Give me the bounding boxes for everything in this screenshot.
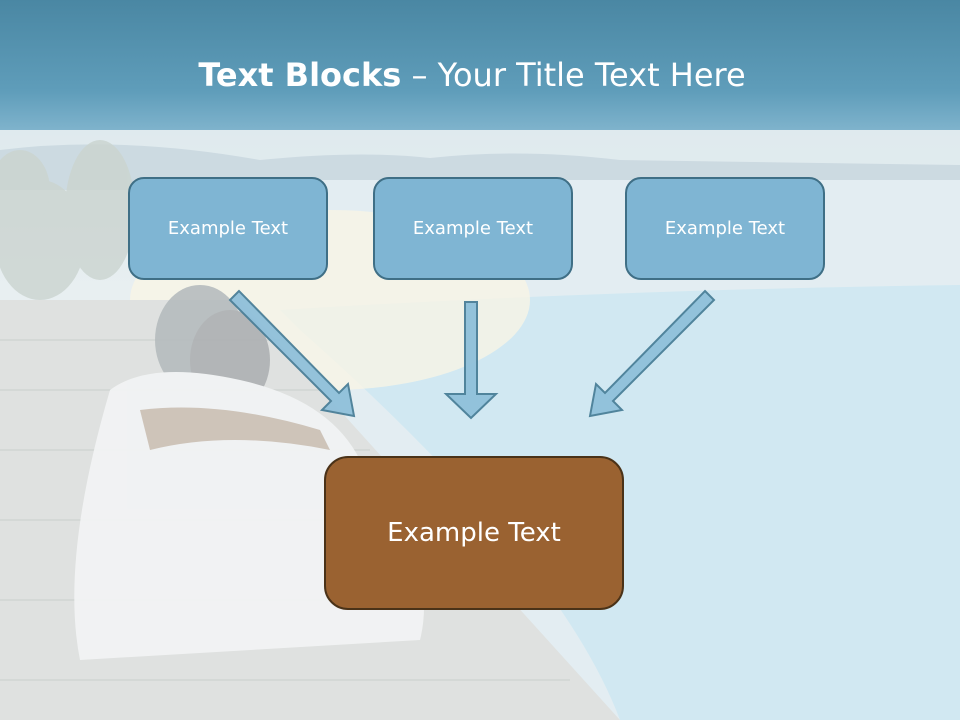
title-bar [0, 0, 960, 130]
trees [0, 140, 135, 300]
text-block-2[interactable]: Example Text [373, 177, 573, 280]
result-block[interactable]: Example Text [324, 456, 624, 610]
arrow-center [443, 301, 499, 420]
title-rest: Your Title Text Here [437, 56, 746, 94]
text-block-3[interactable]: Example Text [625, 177, 825, 280]
arrow-left [228, 289, 356, 418]
slide-title: Text Blocks – Your Title Text Here [0, 50, 944, 100]
text-block-1[interactable]: Example Text [128, 177, 328, 280]
arrow-right [588, 289, 716, 418]
title-bold: Text Blocks [198, 56, 402, 94]
title-separator: – [401, 56, 438, 94]
